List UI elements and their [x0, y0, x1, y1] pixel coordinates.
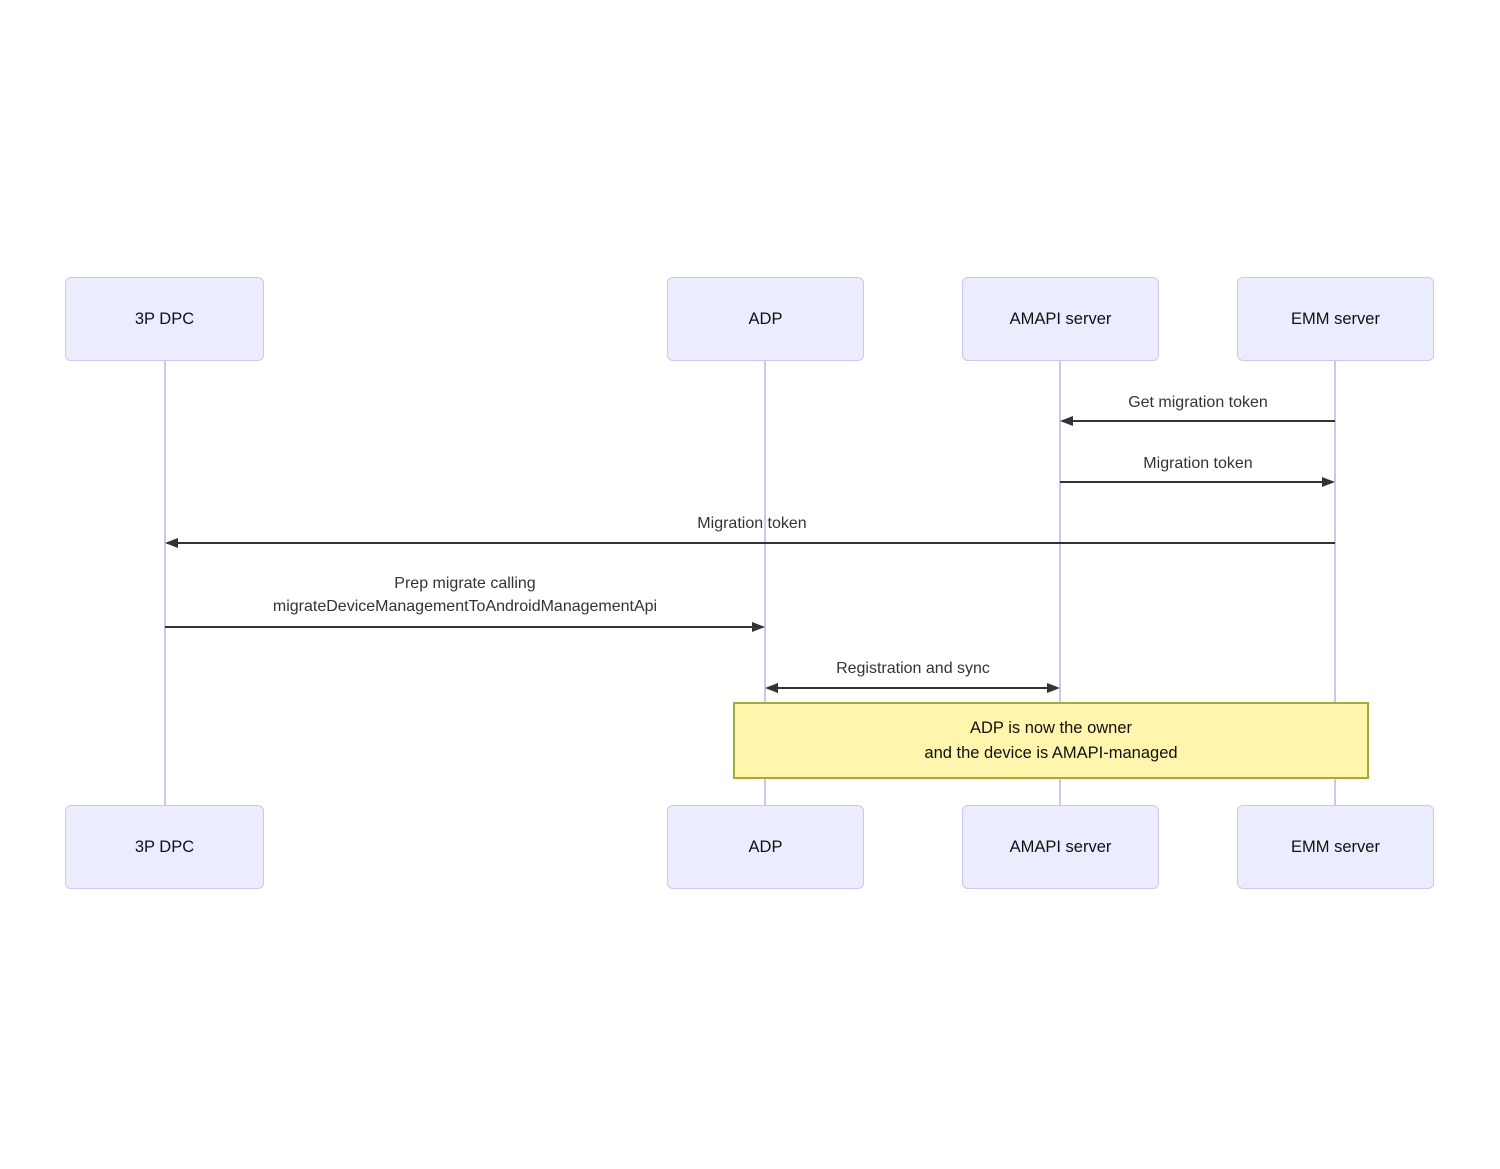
actor-amapi-server-bottom: AMAPI server [962, 805, 1159, 889]
message-label: Prep migrate calling migrateDeviceManage… [273, 572, 657, 618]
arrowhead-right [1322, 477, 1335, 487]
actor-label: EMM server [1291, 837, 1380, 856]
actor-amapi-server-top: AMAPI server [962, 277, 1159, 361]
arrowhead-left [1060, 416, 1073, 426]
actor-3p-dpc-top: 3P DPC [65, 277, 264, 361]
lifeline-emm-server [1334, 361, 1336, 806]
arrowhead-right [752, 622, 765, 632]
actor-adp-bottom: ADP [667, 805, 864, 889]
actor-emm-server-top: EMM server [1237, 277, 1434, 361]
message-label-line2: migrateDeviceManagementToAndroidManageme… [272, 598, 658, 615]
actor-emm-server-bottom: EMM server [1237, 805, 1434, 889]
arrow-line [165, 626, 763, 628]
actor-label: ADP [748, 309, 783, 328]
actor-label: AMAPI server [1009, 837, 1112, 856]
actor-label: 3P DPC [134, 309, 195, 328]
actor-label: AMAPI server [1009, 309, 1112, 328]
message-label: Get migration token [1128, 394, 1268, 411]
note-line1: ADP is now the owner [969, 718, 1133, 737]
message-label-line1: Prep migrate calling [394, 575, 536, 592]
actor-label: EMM server [1291, 309, 1380, 328]
arrow-line [1062, 420, 1335, 422]
lifeline-amapi-server [1059, 361, 1061, 806]
arrowhead-right [1047, 683, 1060, 693]
lifeline-3p-dpc [164, 361, 166, 806]
arrowhead-left [165, 538, 178, 548]
arrowhead-left [765, 683, 778, 693]
message-label: Migration token [697, 515, 807, 532]
arrow-line [167, 542, 1335, 544]
message-label: Migration token [1143, 455, 1253, 472]
arrow-line [769, 687, 1056, 689]
note-adp-owner: ADP is now the owner and the device is A… [733, 702, 1369, 779]
arrow-line [1060, 481, 1333, 483]
actor-label: 3P DPC [134, 837, 195, 856]
actor-3p-dpc-bottom: 3P DPC [65, 805, 264, 889]
note-line2: and the device is AMAPI-managed [924, 743, 1178, 762]
actor-label: ADP [748, 837, 783, 856]
message-label: Registration and sync [836, 660, 990, 677]
actor-adp-top: ADP [667, 277, 864, 361]
lifeline-adp [764, 361, 766, 806]
